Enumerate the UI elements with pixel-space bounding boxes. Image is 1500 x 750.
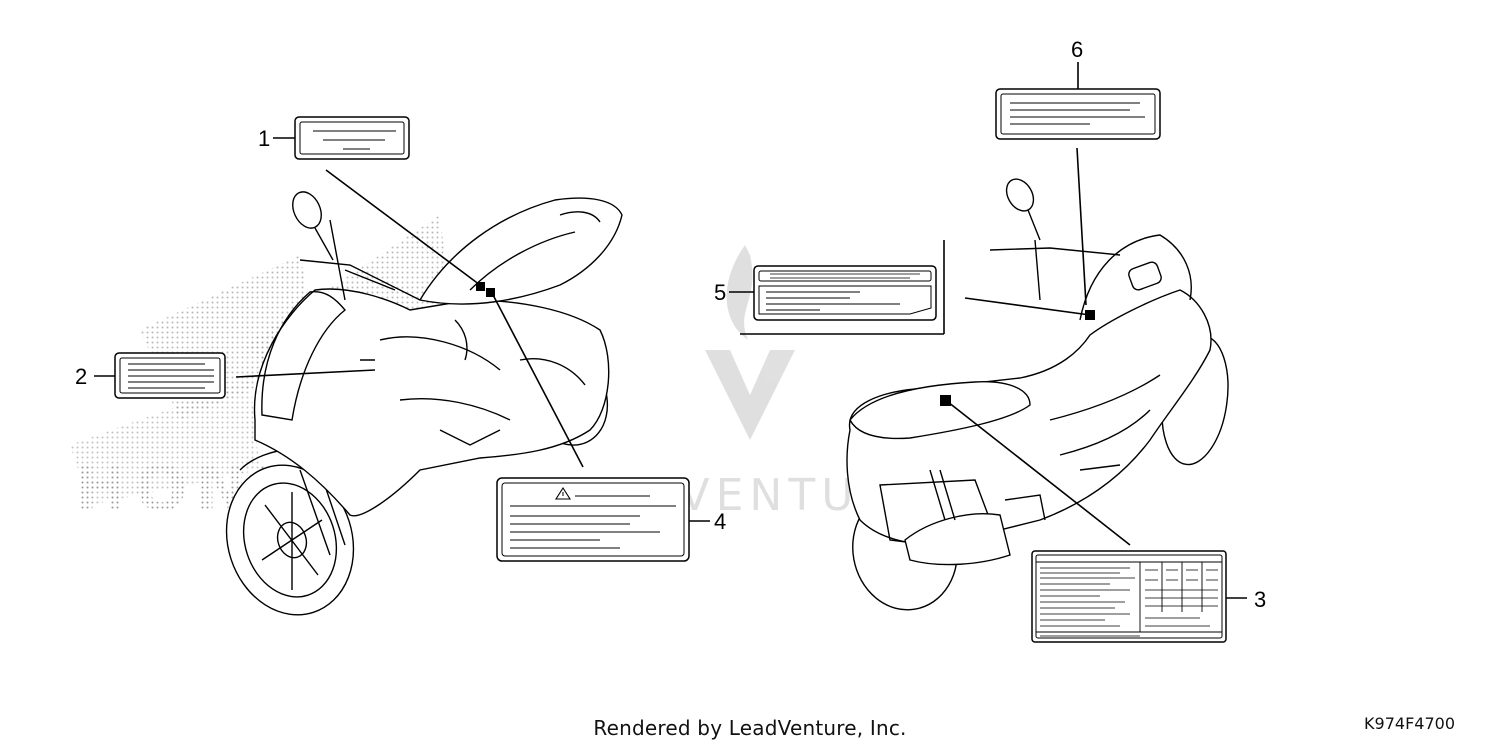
callout-6: 6 xyxy=(1071,37,1083,62)
label-5-plate xyxy=(753,265,937,321)
callout-1: 1 xyxy=(258,126,270,151)
callout-5: 5 xyxy=(714,280,726,305)
label-4-warning-plate xyxy=(496,477,690,562)
label-1-plate xyxy=(294,116,410,160)
label-3-spec-plate xyxy=(1031,550,1227,643)
label-6-plate xyxy=(995,88,1161,140)
callout-2: 2 xyxy=(75,364,87,389)
callout-3: 3 xyxy=(1254,587,1266,612)
rendered-by-credit: Rendered by LeadVenture, Inc. xyxy=(593,716,907,740)
label-2-plate xyxy=(114,352,226,399)
warning-triangle-icon xyxy=(554,486,572,500)
callout-4: 4 xyxy=(714,509,726,534)
diagram-code: K974F4700 xyxy=(1364,714,1455,733)
leader-lines xyxy=(94,62,1247,599)
scooter-front-view xyxy=(225,191,623,616)
